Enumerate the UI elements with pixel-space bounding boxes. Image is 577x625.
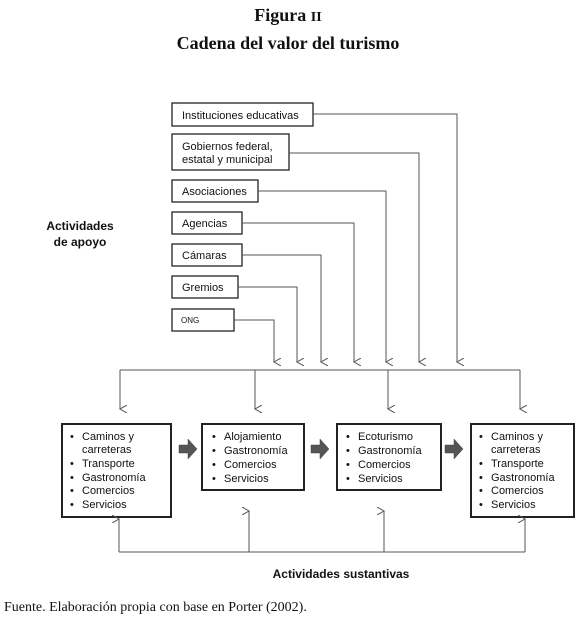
support-box-label: estatal y municipal xyxy=(182,154,273,166)
flow-arrow-icon xyxy=(310,438,330,460)
figure-title: Cadena del valor del turismo xyxy=(177,33,400,53)
bullet: • xyxy=(212,445,216,457)
bullet: • xyxy=(212,431,216,443)
core-item: Transporte xyxy=(491,458,544,470)
bullet: • xyxy=(212,459,216,471)
core-item: Gastronomía xyxy=(358,445,422,457)
bullet: • xyxy=(346,445,350,457)
core-item: Servicios xyxy=(491,499,536,511)
support-box-label: Gremios xyxy=(182,282,224,294)
support-connectors xyxy=(234,113,457,362)
core-item: Comercios xyxy=(358,459,411,471)
bullet: • xyxy=(346,473,350,485)
bullet: • xyxy=(70,485,74,497)
source-note: Fuente. Elaboración propia con base en P… xyxy=(4,600,307,615)
support-box-gremios: Gremios xyxy=(171,275,239,299)
core-item: Ecoturismo xyxy=(358,431,413,443)
core-box-1: • Caminos y carreteras • Transporte • Ga… xyxy=(61,423,172,518)
bullet: • xyxy=(70,472,74,484)
bullet: • xyxy=(212,473,216,485)
core-heading: Actividades sustantivas xyxy=(273,567,410,581)
core-box-4: • Caminos y carreteras • Transporte • Ga… xyxy=(470,423,575,518)
support-box-label: Cámaras xyxy=(182,250,227,262)
support-box-ong: ONG xyxy=(171,308,235,332)
core-item: Alojamiento xyxy=(224,431,281,443)
feedback-connectors xyxy=(119,511,525,553)
figure-number: II xyxy=(311,10,322,25)
core-item: Caminos y xyxy=(491,431,543,443)
bullet: • xyxy=(70,458,74,470)
core-item: Comercios xyxy=(82,485,135,497)
bullet: • xyxy=(479,431,483,443)
bullet: • xyxy=(346,459,350,471)
support-box-gobiernos: Gobiernos federal, estatal y municipal xyxy=(171,133,290,171)
core-box-3: • Ecoturismo • Gastronomía • Comercios •… xyxy=(336,423,442,491)
core-item: Comercios xyxy=(491,485,544,497)
core-item: Caminos y xyxy=(82,431,134,443)
support-box-label: Gobiernos federal, xyxy=(182,141,273,153)
core-box-2: • Alojamiento • Gastronomía • Comercios … xyxy=(201,423,305,491)
core-item: Servicios xyxy=(358,473,403,485)
bullet: • xyxy=(479,472,483,484)
support-box-instituciones: Instituciones educativas xyxy=(171,102,314,127)
support-box-agencias: Agencias xyxy=(171,211,243,235)
core-item: carreteras xyxy=(82,444,132,456)
core-item: Transporte xyxy=(82,458,135,470)
flow-arrow-icon xyxy=(178,438,198,460)
core-item: Gastronomía xyxy=(491,472,555,484)
figure-label: Figura II xyxy=(254,5,321,25)
bullet: • xyxy=(479,485,483,497)
bullet: • xyxy=(479,499,483,511)
bullet: • xyxy=(70,431,74,443)
bullet: • xyxy=(70,499,74,511)
bullet: • xyxy=(346,431,350,443)
distribution-connectors xyxy=(120,369,520,409)
support-box-camaras: Cámaras xyxy=(171,243,243,267)
support-box-asociaciones: Asociaciones xyxy=(171,179,259,203)
core-item: Gastronomía xyxy=(82,472,146,484)
support-box-label: Asociaciones xyxy=(182,186,247,198)
core-item: Servicios xyxy=(82,499,127,511)
core-item: carreteras xyxy=(491,444,541,456)
support-box-label: ONG xyxy=(181,316,199,325)
support-box-label: Instituciones educativas xyxy=(182,110,299,122)
support-heading-line2: de apoyo xyxy=(54,235,107,249)
bullet: • xyxy=(479,458,483,470)
support-box-label: Agencias xyxy=(182,218,228,230)
core-item: Comercios xyxy=(224,459,277,471)
support-heading-line1: Actividades xyxy=(46,219,114,233)
flow-arrow-icon xyxy=(444,438,464,460)
core-item: Gastronomía xyxy=(224,445,288,457)
core-item: Servicios xyxy=(224,473,269,485)
